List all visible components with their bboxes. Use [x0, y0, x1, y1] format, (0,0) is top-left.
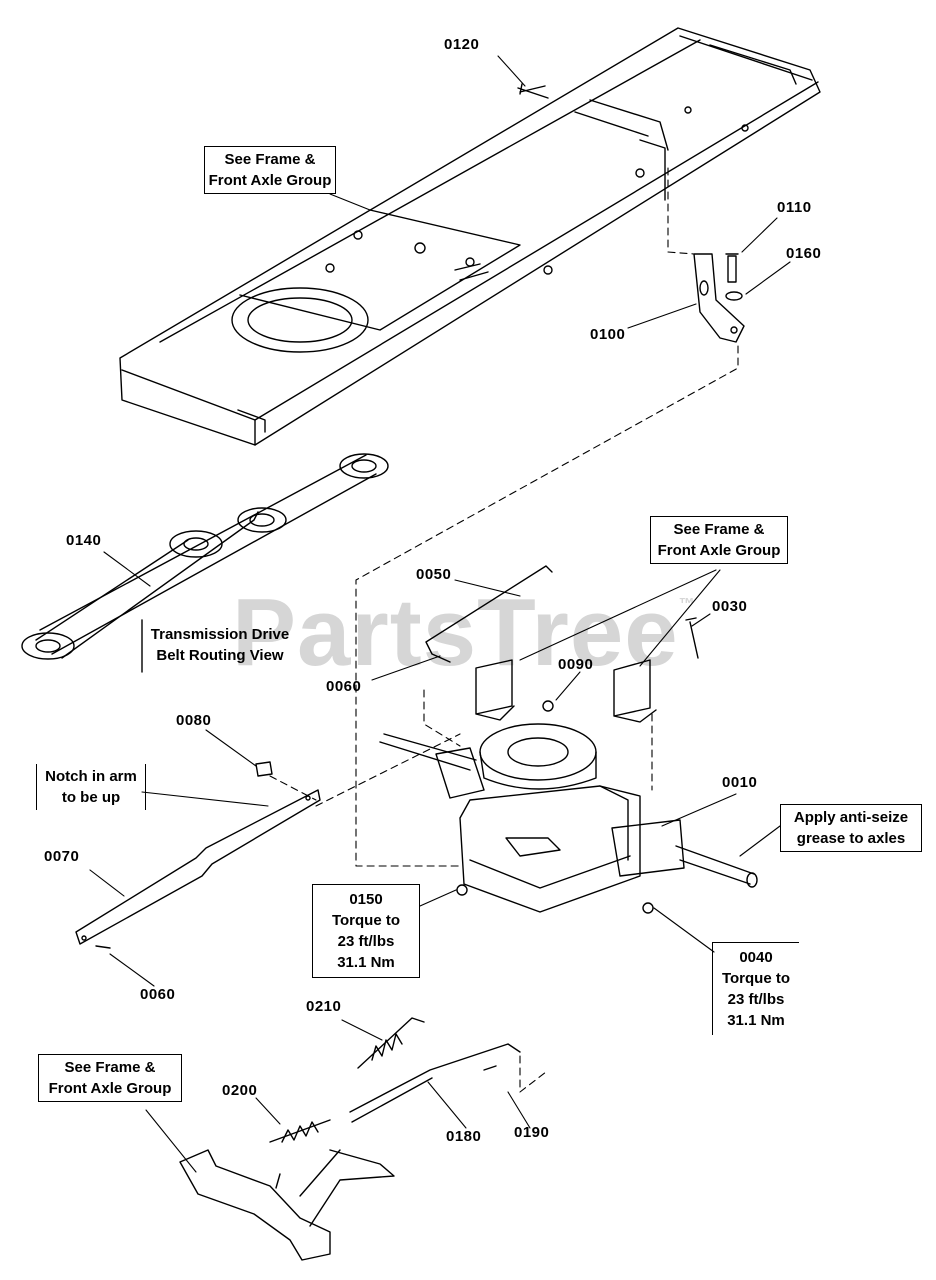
- clip-0190-drawing: [483, 1065, 497, 1071]
- belt-drawing: [21, 453, 389, 660]
- part-label-0210: 0210: [306, 998, 342, 1015]
- bracket-0100-drawing: [693, 253, 745, 343]
- part-label-0190: 0190: [514, 1124, 550, 1141]
- part-label-0120: 0120: [444, 36, 480, 53]
- part-label-0100: 0100: [590, 326, 626, 343]
- part-label-0200: 0200: [222, 1082, 258, 1099]
- transaxle-drawing: [379, 723, 758, 914]
- washer-0160-drawing: [725, 291, 743, 301]
- spring-0210-drawing: [357, 1017, 425, 1069]
- rod-0050-drawing: [425, 565, 553, 663]
- part-label-0070: 0070: [44, 848, 80, 865]
- part-label-0180: 0180: [446, 1128, 482, 1145]
- nut-0090-drawing: [542, 700, 554, 712]
- part-label-0090: 0090: [558, 656, 594, 673]
- watermark: PartsTree™: [232, 579, 696, 686]
- bolt-0080-drawing: [255, 761, 273, 777]
- pedal-assembly-drawing: [179, 1149, 395, 1261]
- bracket-right-drawing: [613, 659, 657, 723]
- part-label-0060-upper: 0060: [326, 678, 362, 695]
- pin-0030-drawing: [685, 617, 699, 659]
- part-label-0060-lower: 0060: [140, 986, 176, 1003]
- screw-0120-drawing: [517, 83, 549, 99]
- part-label-0140: 0140: [66, 532, 102, 549]
- part-label-0080: 0080: [176, 712, 212, 729]
- note-see-frame-middle: See Frame &Front Axle Group: [650, 516, 788, 564]
- rod-0180-drawing: [349, 1043, 521, 1123]
- bolt-0110-drawing: [725, 253, 739, 283]
- bracket-left-drawing: [475, 659, 515, 721]
- note-see-frame-top: See Frame &Front Axle Group: [204, 146, 336, 194]
- part-label-0050: 0050: [416, 566, 452, 583]
- part-label-0110: 0110: [777, 199, 812, 216]
- part-label-0030: 0030: [712, 598, 748, 615]
- part-label-0160: 0160: [786, 245, 822, 262]
- arm-0070-drawing: [75, 789, 321, 949]
- note-see-frame-bottom: See Frame &Front Axle Group: [38, 1054, 182, 1102]
- frame-drawing: [119, 27, 821, 446]
- part-label-0010: 0010: [722, 774, 758, 791]
- spring-0200-drawing: [269, 1119, 331, 1143]
